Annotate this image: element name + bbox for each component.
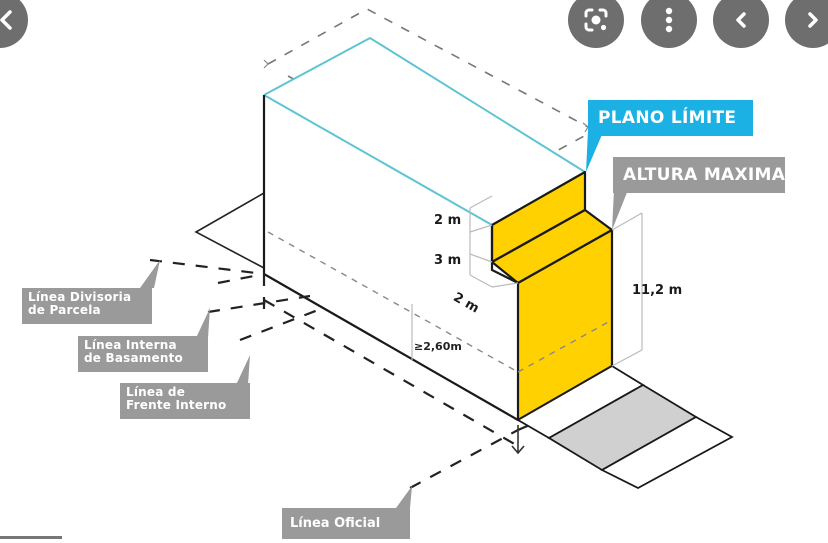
next-button[interactable] <box>785 0 828 48</box>
more-vertical-icon <box>665 7 673 33</box>
callout-linea-frente: Línea de Frente Interno <box>120 383 250 419</box>
callout-altura-maxima-text: ALTURA MAXIMA <box>623 165 786 185</box>
callout-plano-limite: PLANO LÍMITE <box>588 100 753 136</box>
ground-dashed-lines <box>149 258 561 489</box>
interna-pointer <box>196 308 210 338</box>
callout-linea-interna-line2: de Basamento <box>84 351 183 365</box>
dim-setback-height: 3 m <box>434 253 462 268</box>
callout-linea-oficial: Línea Oficial <box>282 508 410 539</box>
callout-linea-interna: Línea Interna de Basamento <box>78 336 208 372</box>
previous-button[interactable] <box>713 0 769 48</box>
basement-line-dashed <box>267 231 613 373</box>
chevron-left-icon <box>736 12 746 28</box>
back-button-partial[interactable] <box>0 0 28 48</box>
altura-maxima-pointer <box>612 190 628 230</box>
callout-plano-limite-text: PLANO LÍMITE <box>598 108 737 128</box>
dim-min-height: ≥2,60m <box>414 340 462 353</box>
lot-outline <box>194 192 265 269</box>
building-front-face <box>264 95 518 420</box>
more-options-button[interactable] <box>641 0 697 48</box>
callout-linea-divisoria: Línea Divisoria de Parcela <box>22 288 152 324</box>
setback-volume <box>490 170 614 422</box>
callout-linea-frente-line1: Línea de <box>126 385 186 399</box>
oficial-pointer <box>396 486 412 508</box>
bottom-edge-bar <box>0 536 62 539</box>
callout-linea-frente-line2: Frente Interno <box>126 398 227 412</box>
dim-setback-top: 2 m <box>434 213 462 228</box>
sidewalk <box>516 364 734 490</box>
dimension-guides <box>411 195 643 367</box>
dim-total-height: 11,2 m <box>632 283 683 298</box>
down-arrow-icon <box>511 425 525 455</box>
plano-limite-pointer <box>586 130 604 172</box>
callout-linea-divisoria-line1: Línea Divisoria <box>28 290 132 304</box>
chevron-left-icon <box>0 10 12 30</box>
chevron-right-icon <box>808 12 818 28</box>
frente-pointer <box>236 355 250 385</box>
callout-linea-oficial-text: Línea Oficial <box>290 516 381 531</box>
divisoria-pointer <box>140 260 160 288</box>
callout-linea-divisoria-line2: de Parcela <box>28 303 101 317</box>
lens-scan-icon <box>584 8 608 32</box>
building-top-face <box>264 38 585 225</box>
callout-altura-maxima: ALTURA MAXIMA <box>613 157 785 193</box>
lens-button[interactable] <box>568 0 624 48</box>
building-edges <box>262 95 519 421</box>
callout-linea-interna-line1: Línea Interna <box>84 338 177 352</box>
